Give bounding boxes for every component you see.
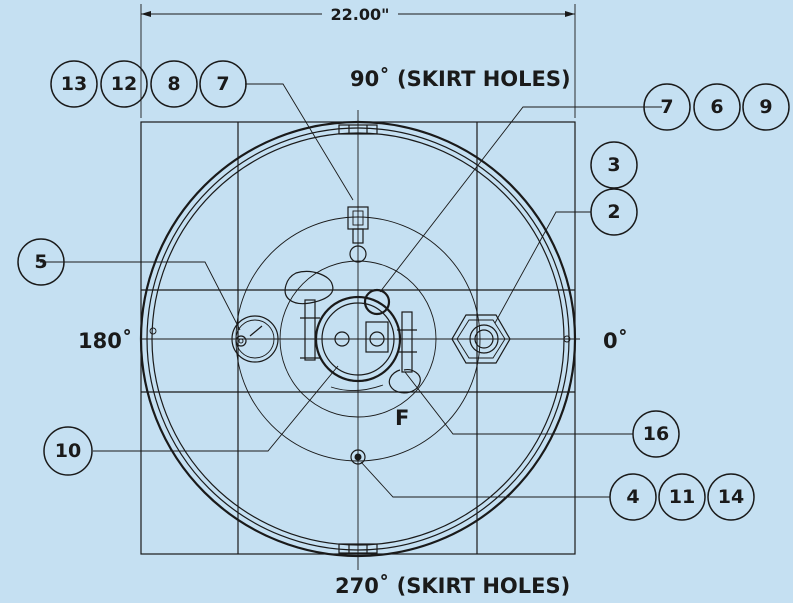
callout-6: 6	[710, 96, 723, 118]
callout-12: 12	[111, 73, 137, 95]
label-90-skirt-holes: 90˚ (SKIRT HOLES)	[350, 67, 571, 91]
callout-7: 7	[216, 73, 229, 95]
center-manway	[284, 270, 421, 394]
callout-5-text: 5	[34, 251, 47, 273]
label-0: 0˚	[603, 329, 628, 353]
callout-2-text: 2	[607, 201, 620, 223]
callout-11: 11	[669, 486, 695, 508]
callout-16-text: 16	[643, 423, 669, 445]
callout-7: 7	[660, 96, 673, 118]
bottom-fitting	[350, 449, 366, 465]
hex-fitting	[451, 314, 511, 364]
callout-group-7-6-9: 7 6 9	[643, 83, 790, 131]
callout-group-4-11-14: 4 11 14	[609, 473, 755, 521]
callout-10: 10	[43, 426, 93, 476]
callout-3-text: 3	[607, 154, 620, 176]
gauge-fitting	[231, 315, 279, 363]
callout-10-text: 10	[55, 440, 81, 462]
label-270-skirt-holes: 270˚ (SKIRT HOLES)	[335, 574, 570, 598]
callout-4: 4	[626, 486, 639, 508]
callout-16: 16	[632, 410, 680, 458]
overall-width-dimension: 22.00"	[140, 4, 576, 118]
front-label: F	[395, 406, 409, 430]
callout-group-13-12-8-7: 13 12 8 7	[50, 60, 247, 108]
top-fitting	[347, 206, 369, 263]
callout-9: 9	[759, 96, 772, 118]
dimension-text: 22.00"	[331, 5, 390, 24]
centerlines	[140, 110, 580, 570]
front-indicator: F	[330, 384, 409, 430]
callout-3: 3	[590, 141, 638, 189]
callout-2: 2	[590, 188, 638, 236]
callout-8: 8	[167, 73, 180, 95]
callout-13: 13	[61, 73, 87, 95]
callout-5: 5	[17, 238, 65, 286]
callout-14: 14	[718, 486, 744, 508]
leader-lines	[40, 83, 662, 498]
label-180: 180˚	[78, 329, 132, 353]
